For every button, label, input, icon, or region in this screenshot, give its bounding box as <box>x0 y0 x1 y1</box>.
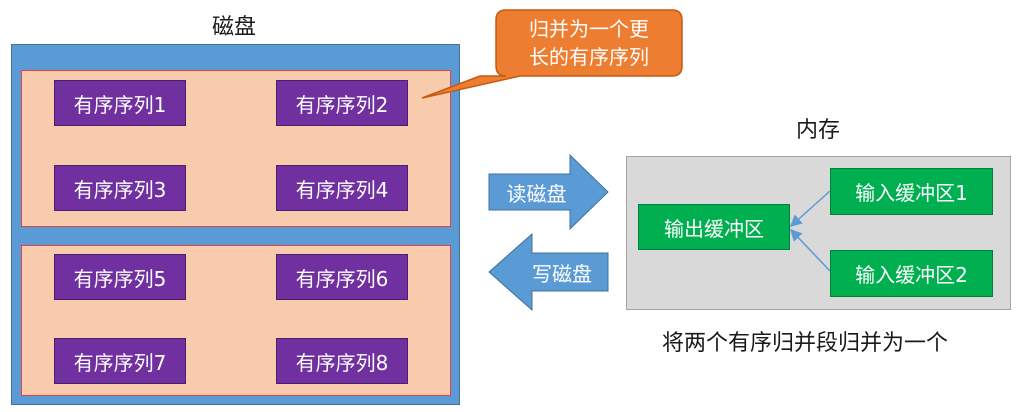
output-buffer: 输出缓冲区 <box>638 204 790 250</box>
memory-caption: 将两个有序归并段归并为一个 <box>662 331 949 356</box>
write-disk-label: 写磁盘 <box>532 261 592 286</box>
callout-line-2: 长的有序序列 <box>529 45 649 69</box>
write-disk-arrow <box>488 232 609 312</box>
read-disk-label: 读磁盘 <box>506 181 567 206</box>
input-buffer-1: 输入缓冲区1 <box>830 168 993 215</box>
sequence-8: 有序序列8 <box>276 338 408 384</box>
callout-text: 归并为一个更 长的有序序列 <box>496 15 682 71</box>
sequence-2: 有序序列2 <box>276 80 408 126</box>
disk-title: 磁盘 <box>212 15 257 40</box>
callout-line-1: 归并为一个更 <box>529 17 649 41</box>
run-1: 有序序列1 有序序列2 有序序列3 有序序列4 <box>21 70 451 227</box>
run-2: 有序序列5 有序序列6 有序序列7 有序序列8 <box>21 245 451 396</box>
sequence-6: 有序序列6 <box>276 254 408 300</box>
sequence-3: 有序序列3 <box>54 165 186 211</box>
memory-title: 内存 <box>796 118 841 143</box>
connector-input1 <box>789 190 831 228</box>
sequence-1: 有序序列1 <box>54 80 186 126</box>
connector-input2 <box>789 228 831 272</box>
sequence-7: 有序序列7 <box>54 338 186 384</box>
callout-bubble <box>421 9 683 99</box>
read-disk-arrow <box>488 153 609 231</box>
input-buffer-2: 输入缓冲区2 <box>830 250 993 297</box>
sequence-5: 有序序列5 <box>54 254 186 300</box>
disk-container: 有序序列1 有序序列2 有序序列3 有序序列4 有序序列5 有序序列6 有序序列… <box>11 44 460 405</box>
sequence-4: 有序序列4 <box>276 165 408 211</box>
